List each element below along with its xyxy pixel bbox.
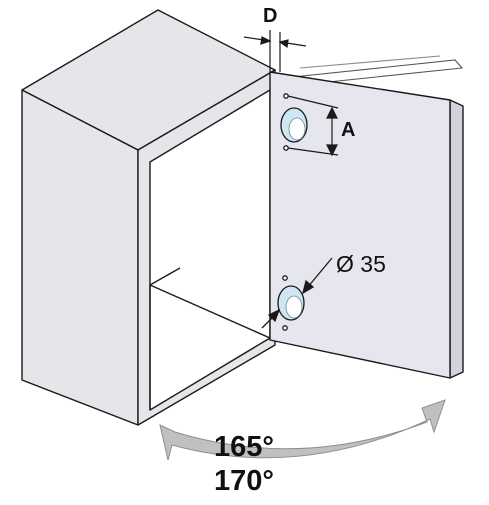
cabinet-inner-corner (149, 267, 181, 286)
dimension-diameter (261, 257, 333, 329)
label-a: A (341, 119, 356, 141)
screw-hole-lower-top (282, 275, 288, 281)
hinge-hole-lower (277, 275, 305, 331)
screw-hole-upper-top (283, 93, 289, 99)
cabinet-inner-bottom-edge (149, 284, 271, 339)
door-edge (449, 99, 464, 379)
label-d: D (263, 5, 278, 27)
door (269, 71, 464, 379)
dimension-a (287, 95, 339, 157)
dimension-d (243, 30, 307, 72)
screw-hole-lower-bottom (282, 325, 288, 331)
label-angle-165: 165° (214, 431, 274, 463)
label-diameter: Ø 35 (336, 251, 386, 277)
hinge-hole-upper (280, 93, 308, 151)
screw-hole-upper-bottom (283, 145, 289, 151)
door-front (269, 71, 451, 379)
cabinet (21, 9, 276, 426)
cabinet-left-side (21, 89, 139, 426)
opening-angle-arrow (159, 399, 446, 461)
label-angle-170: 170° (214, 465, 274, 497)
